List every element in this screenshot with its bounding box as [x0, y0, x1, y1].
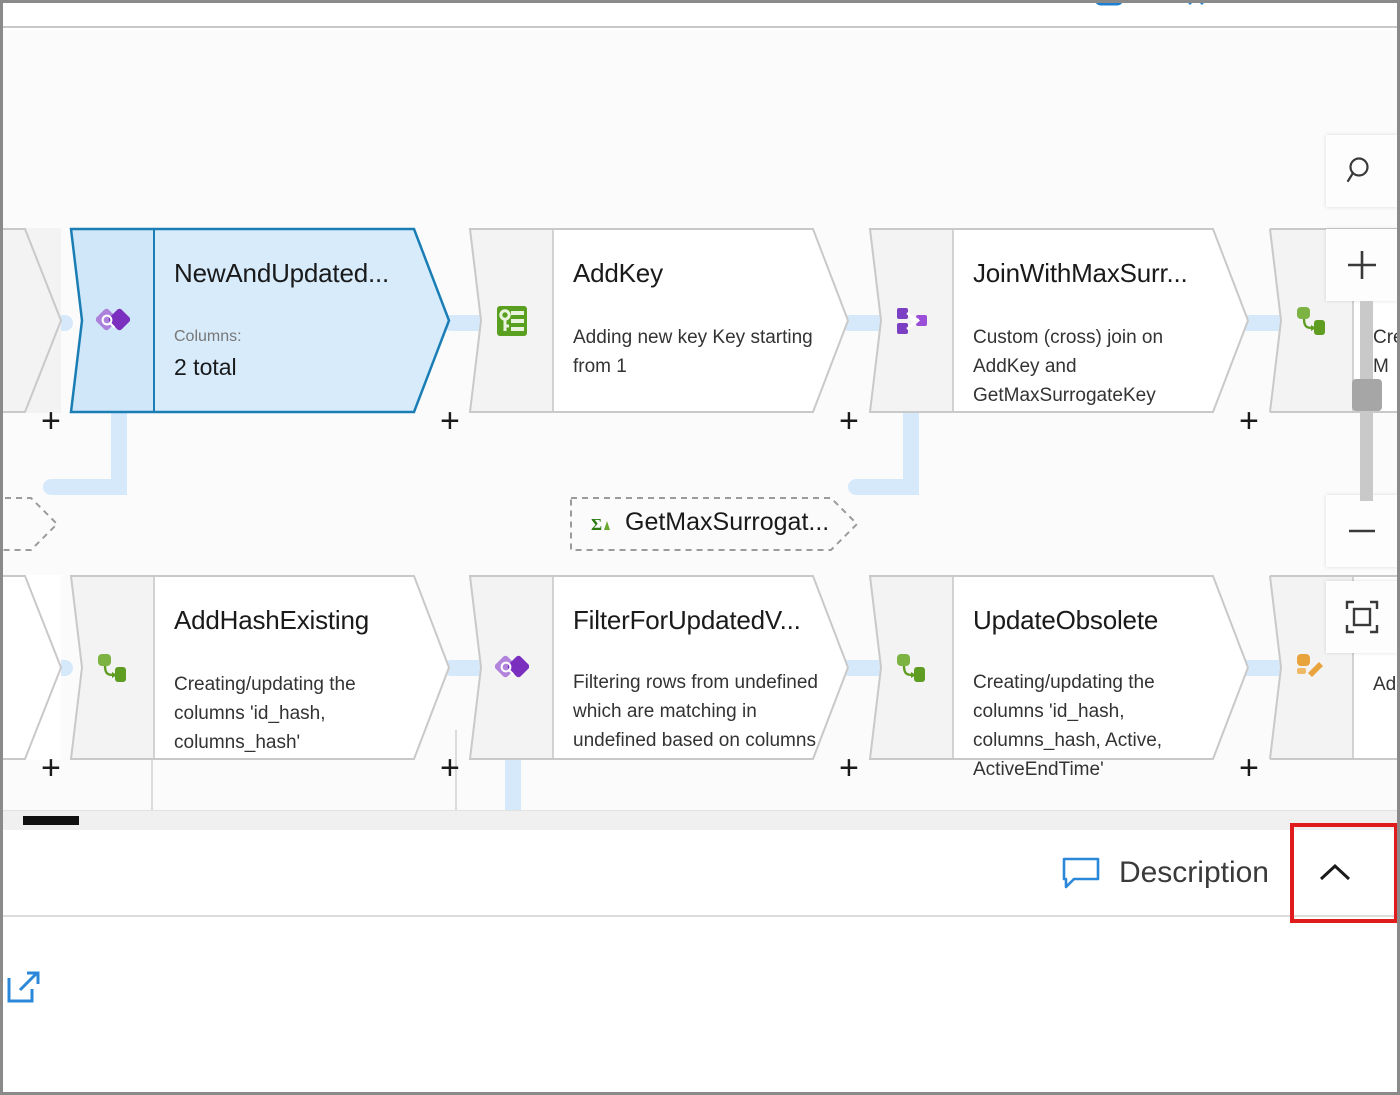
aggregate-icon: Σ	[591, 512, 615, 536]
bottom-detail-panel	[3, 917, 1397, 1092]
collapsed-node-left[interactable]: ng	[3, 496, 59, 552]
derived-column-icon	[1295, 651, 1329, 685]
zoom-slider-thumb[interactable]	[1352, 379, 1382, 411]
node-description: Custom (cross) join on AddKey and GetMax…	[973, 327, 1164, 406]
add-node-button[interactable]: +	[1239, 749, 1259, 787]
zoom-search-button[interactable]	[1326, 135, 1398, 207]
highlight-annotation-box	[1290, 823, 1398, 923]
node-description: Adding new key Key starting from 1	[573, 327, 813, 377]
node-description: Creating/updating the columns 'id_hash, …	[174, 674, 356, 753]
connector-getmax-horizontal	[848, 479, 919, 495]
flow-node-filterforupdatedv[interactable]: FilterForUpdatedV... Filtering rows from…	[468, 575, 859, 785]
flow-canvas[interactable]: + NewAndUpdated... Columns: 2 total +	[3, 30, 1397, 810]
flow-node-joinwithmaxsurr[interactable]: JoinWithMaxSurr... Custom (cross) join o…	[868, 228, 1259, 438]
fit-to-screen-icon	[1345, 600, 1379, 634]
zoom-fit-button[interactable]	[1326, 581, 1398, 653]
search-icon	[1346, 157, 1369, 183]
derived-column-icon	[1295, 304, 1329, 338]
connector-filter-down	[505, 758, 521, 810]
node-description: Cre col col M	[1373, 327, 1397, 377]
horizontal-scrollbar[interactable]	[3, 810, 1397, 831]
node-title: JoinWithMaxSurr...	[973, 258, 1188, 288]
node-columns-value: 2 total	[174, 354, 237, 380]
collapsed-node-label: GetMaxSurrogat...	[625, 508, 830, 536]
node-body	[553, 228, 849, 413]
select-columns-icon	[494, 651, 530, 685]
node-description: Ad row	[1373, 674, 1397, 695]
derived-column-icon	[96, 651, 130, 685]
node-title: AddKey	[573, 258, 663, 288]
horizontal-scrollbar-thumb[interactable]	[23, 816, 79, 825]
description-row[interactable]: Description	[1061, 830, 1383, 915]
canvas-separator-2	[455, 730, 457, 810]
clipped-node-left-bottom[interactable]: +	[3, 575, 63, 785]
node-title: UpdateObsolete	[973, 605, 1159, 635]
connector-branch-vertical	[111, 410, 127, 495]
zoom-control-panel[interactable]	[1326, 135, 1398, 653]
chevron-up-icon	[1319, 863, 1351, 880]
rectangle-tool-icon[interactable]	[1088, 0, 1128, 12]
node-icon-gutter	[3, 575, 61, 760]
add-node-button[interactable]: +	[41, 402, 61, 440]
zoom-slider[interactable]	[1326, 301, 1398, 501]
node-title: NewAndUpdated...	[174, 258, 390, 288]
svg-text:Σ: Σ	[591, 515, 602, 534]
connector-branch-horizontal	[43, 479, 127, 495]
add-node-button[interactable]: +	[440, 749, 460, 787]
flow-node-newandupdated[interactable]: NewAndUpdated... Columns: 2 total +	[69, 227, 460, 438]
add-node-button[interactable]: +	[1239, 402, 1259, 440]
collapsed-node-outline	[570, 497, 859, 551]
top-toolbar	[3, 0, 1397, 28]
node-columns-label: Columns:	[174, 328, 242, 345]
flow-node-updateobsolete[interactable]: UpdateObsolete Creating/updating the col…	[868, 575, 1259, 785]
flow-node-addkey[interactable]: AddKey Adding new key Key starting from …	[468, 228, 859, 438]
select-columns-icon	[95, 304, 131, 338]
flow-node-addhashexisting[interactable]: AddHashExisting Creating/updating the co…	[69, 575, 460, 785]
clipped-node-left-top[interactable]: +	[3, 228, 63, 438]
parentheses-tool-icon[interactable]	[1175, 0, 1215, 12]
collapsed-node-getmaxsurrogate[interactable]: Σ GetMaxSurrogat...	[569, 496, 859, 552]
join-icon	[895, 304, 929, 338]
node-title: FilterForUpdatedV...	[573, 605, 801, 635]
description-collapse-button[interactable]	[1287, 830, 1383, 915]
zoom-out-button[interactable]	[1326, 495, 1398, 567]
collapsed-node-outline	[3, 497, 59, 551]
connector-getmax-vertical	[903, 410, 919, 495]
node-body	[154, 228, 450, 413]
plus-icon	[1348, 251, 1376, 279]
description-bar: Description	[3, 830, 1397, 917]
node-description: Creating/updating the columns 'id_hash, …	[973, 672, 1163, 780]
add-node-button[interactable]: +	[440, 402, 460, 440]
comment-bubble-icon	[1061, 856, 1101, 890]
add-node-button[interactable]: +	[839, 402, 859, 440]
minus-icon	[1349, 529, 1375, 533]
add-node-button[interactable]: +	[839, 749, 859, 787]
node-title: AddHashExisting	[174, 605, 369, 635]
zoom-in-button[interactable]	[1326, 229, 1398, 301]
settings-slider-icon[interactable]	[1253, 0, 1293, 12]
node-icon-gutter	[3, 228, 61, 413]
derived-column-icon	[895, 651, 929, 685]
description-label: Description	[1118, 855, 1269, 889]
surrogate-key-icon	[495, 304, 529, 338]
add-node-button[interactable]: +	[41, 749, 61, 787]
node-description: Filtering rows from undefined which are …	[573, 672, 818, 751]
open-in-new-window-icon[interactable]	[7, 970, 41, 1004]
